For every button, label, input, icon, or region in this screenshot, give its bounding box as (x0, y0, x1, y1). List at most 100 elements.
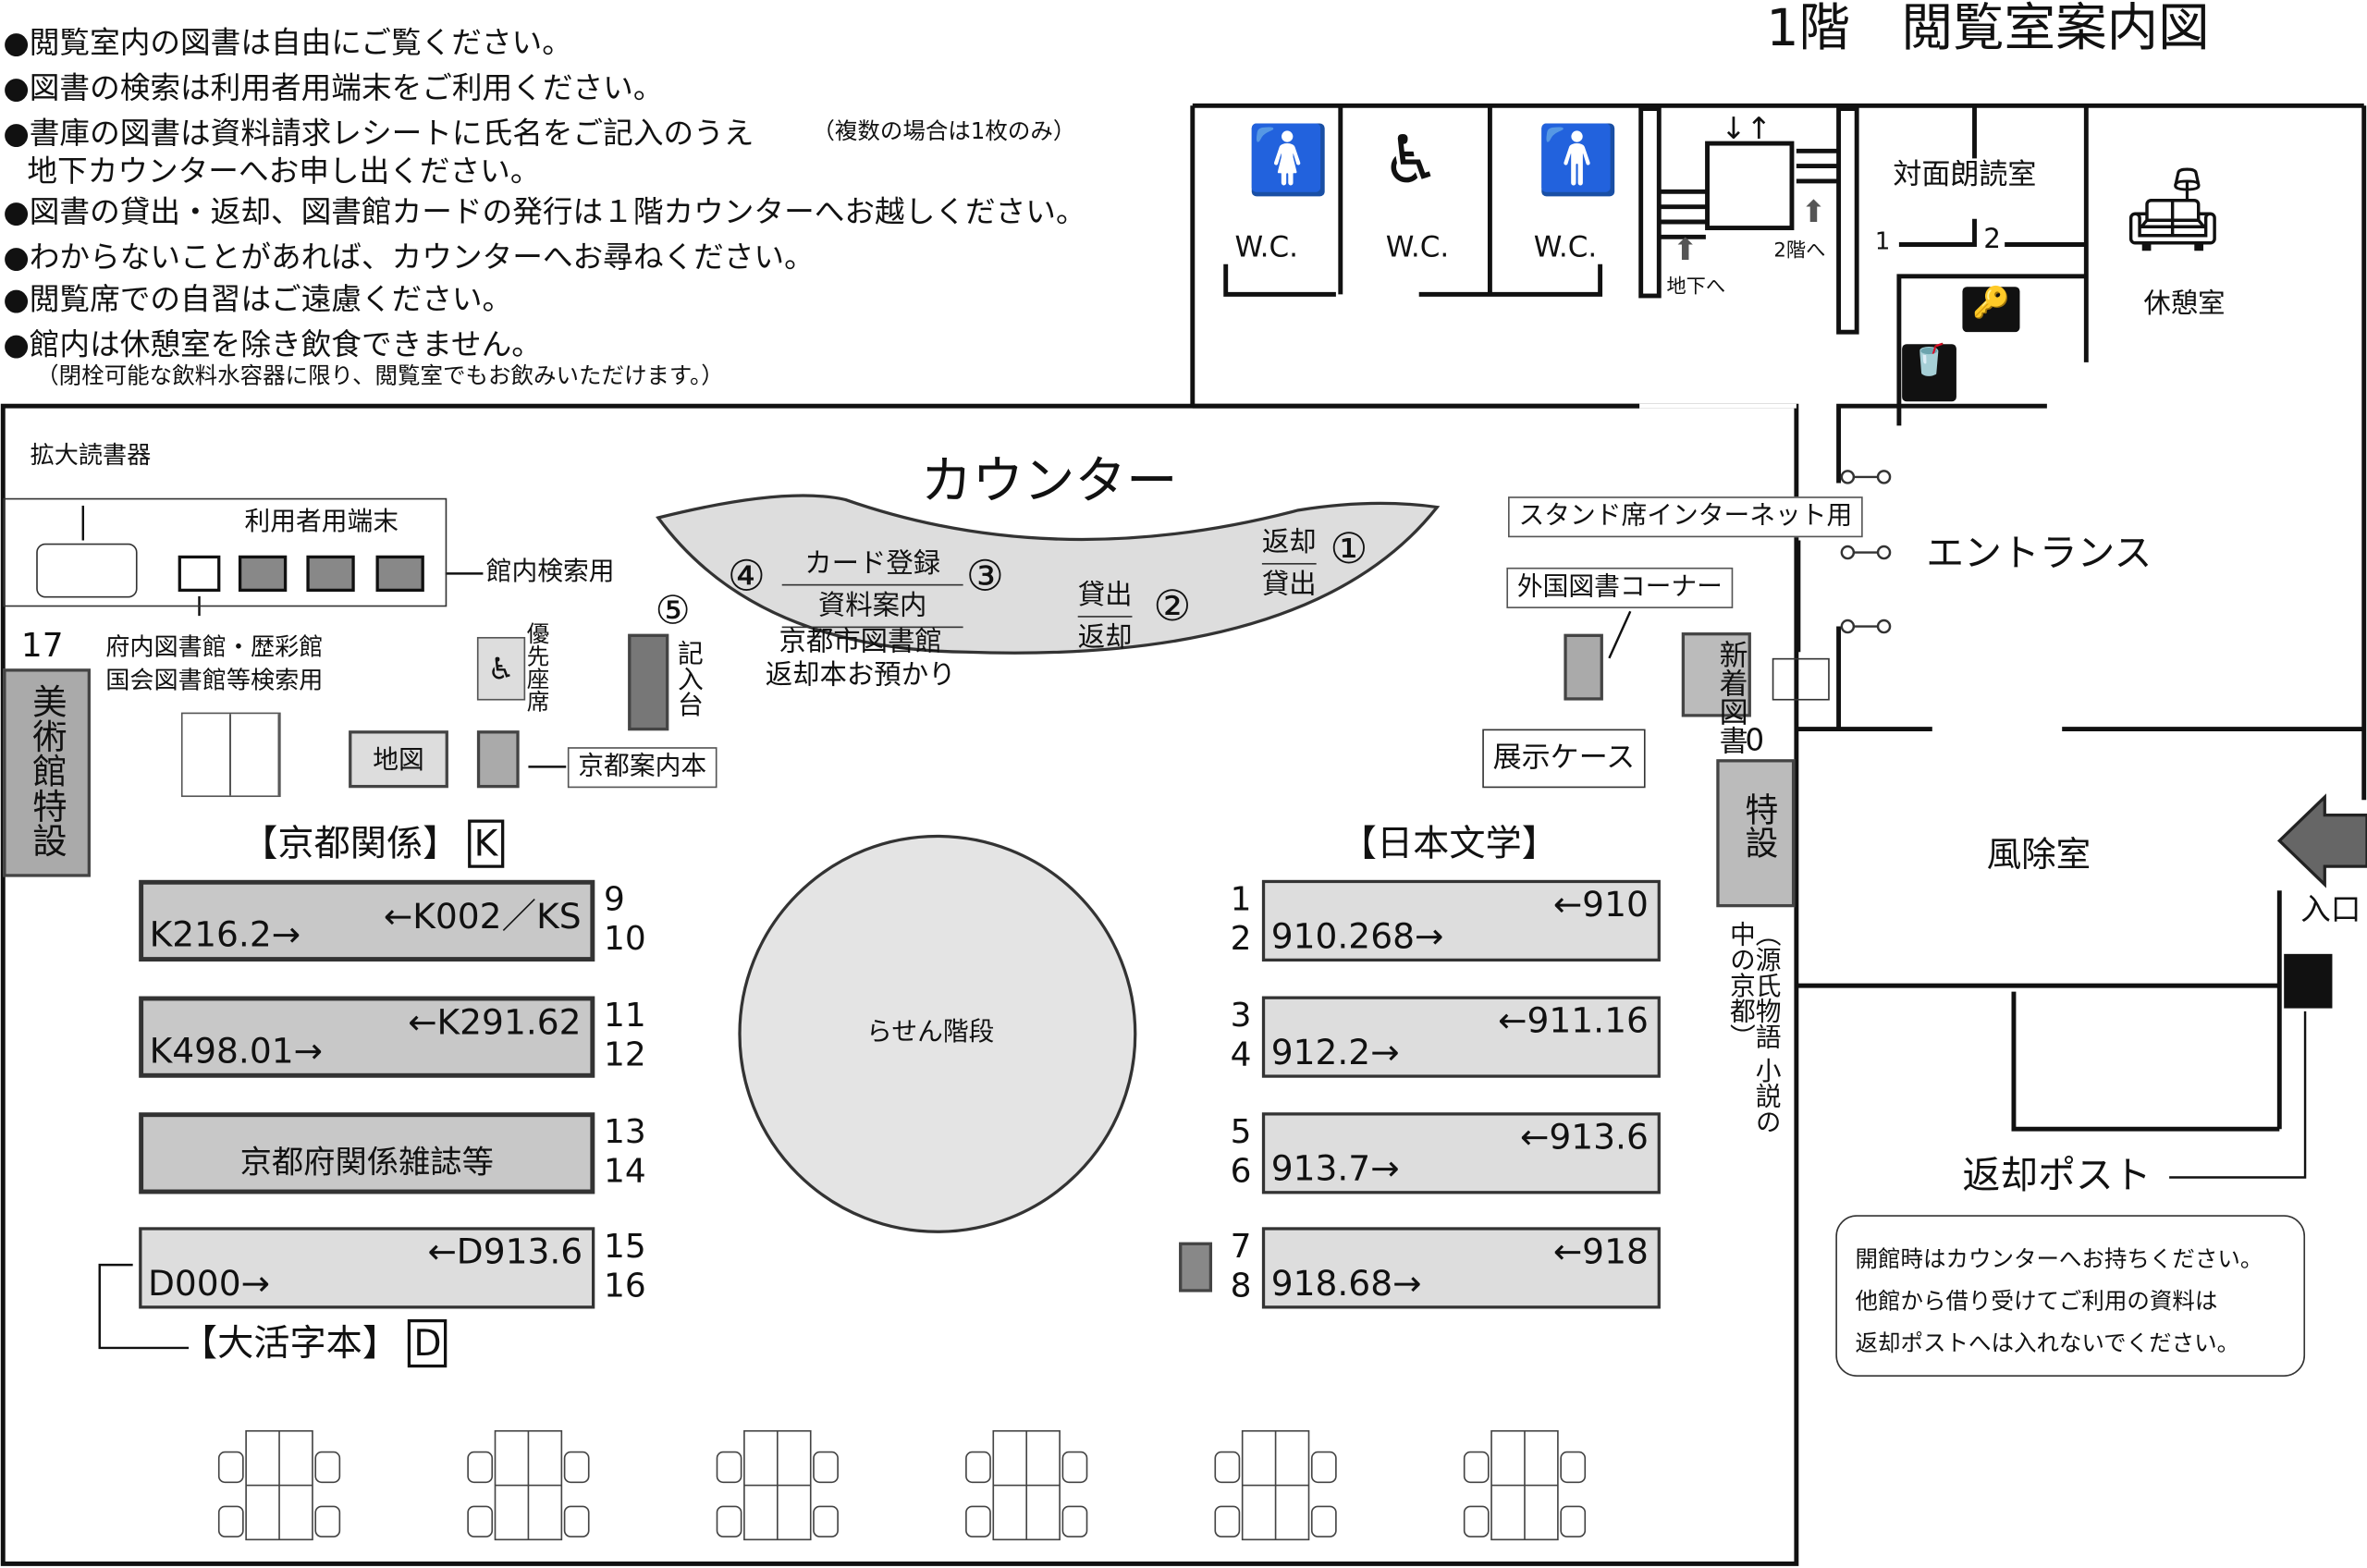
spiral-staircase (738, 834, 1137, 1233)
label: 返却 (1261, 522, 1317, 565)
map-stand: 地図 (349, 730, 448, 789)
door-1: 1 (1874, 226, 1891, 255)
writing-desk (628, 633, 669, 731)
vending-machine-icon: 🥤 (1902, 344, 1956, 402)
label: 【京都関係】 (241, 822, 460, 865)
study-table (965, 1429, 1088, 1541)
special-number: 0 (1745, 721, 1765, 758)
internet-stand[interactable] (1772, 657, 1830, 701)
shelf-number: 15 (604, 1228, 646, 1267)
shelf-range-end: 913.7→ (1270, 1150, 1400, 1190)
terminal[interactable] (238, 555, 288, 592)
notice-line: 開館時はカウンターへお持ちください。 (1855, 1244, 2263, 1273)
study-table (467, 1429, 590, 1541)
study-table (1463, 1429, 1587, 1541)
page-title: 1階 閲覧室案内図 (1766, 0, 2210, 59)
shelf-number: 11 (604, 998, 646, 1035)
counter-window-2: 貸出返却 (1077, 575, 1133, 658)
study-table (217, 1429, 341, 1541)
up-arrow-icon: ⬆ (1800, 192, 1827, 230)
to-2f-label: 2階へ (1773, 239, 1826, 263)
shelf-number: 13 (604, 1113, 646, 1152)
terminal[interactable] (178, 555, 221, 592)
kyoto-city-library: 京都市図書館 (779, 626, 942, 658)
writing-desk-label: 記入台 (671, 640, 703, 717)
entrance-label: 入口 (2300, 890, 2361, 927)
shelf-number: 8 (1230, 1268, 1252, 1306)
wc-female-label: W.C. (1234, 230, 1299, 264)
label: 返却 (1077, 621, 1133, 654)
terminal-area (3, 497, 448, 607)
note-5: ●わからないことがあれば、カウンターへお尋ねください。 (3, 238, 815, 276)
notice-line: 返却ポストへは入れないでください。 (1855, 1329, 2240, 1357)
lounge-icon: 🛋 (2120, 161, 2225, 257)
note-2: ●図書の検索は利用者用端末をご利用ください。 (3, 69, 664, 106)
new-books-shelf: 新着図書 (1681, 632, 1751, 754)
return-post-box (2284, 953, 2333, 1009)
table-group (180, 712, 281, 798)
counter-desk (656, 494, 1441, 655)
shelf-number: 12 (604, 1036, 646, 1075)
note-7-sub: （閉栓可能な飲料水容器に限り、閲覧室でもお飲みいただけます。） (36, 361, 724, 390)
reading-room-label: 対面朗読室 (1893, 158, 2037, 192)
special-shelf: 特設 (1716, 759, 1796, 908)
counter-window-3: カード登録資料案内 (781, 544, 963, 629)
shelf-number: 14 (604, 1153, 646, 1192)
counter-title: カウンター (920, 451, 1178, 512)
to-basement-label: 地下へ (1666, 276, 1726, 300)
shelf-number: 3 (1230, 998, 1252, 1035)
note-4: ●図書の貸出・返却、図書館カードの発行は１階カウンターへお越しください。 (3, 192, 1086, 230)
genji-label: （源氏物語 小説の中の京都） (1723, 920, 1780, 1134)
writing-desk-number: ⑤ (655, 588, 691, 634)
note-3b: 地下カウンターへお申し出ください。 (27, 152, 541, 190)
study-table (716, 1429, 839, 1541)
notice-line: 他館から借り受けてご利用の資料は (1855, 1287, 2218, 1316)
shelf-range-end: 912.2→ (1270, 1034, 1400, 1073)
counter-number-3: ③ (965, 550, 1004, 601)
terminals-label: 利用者用端末 (244, 507, 399, 538)
return-post-label: 返却ポスト (1962, 1153, 2152, 1197)
shelf-number: 7 (1230, 1228, 1252, 1267)
internet-label: スタンド席インターネット用 (1508, 496, 1863, 538)
kyoto-guide-label: 京都案内本 (567, 747, 717, 789)
shelf-range-end: 910.268→ (1270, 917, 1444, 958)
priority-seat-icon: ♿ (476, 636, 526, 701)
male-icon: 🚹 (1537, 122, 1620, 200)
kyoto-guide-shelf (476, 730, 520, 789)
return-post-notice: 開館時はカウンターへお持ちください。 他館から借り受けてご利用の資料は 返却ポス… (1835, 1215, 2306, 1377)
up-arrow-icon: ⬆ (1672, 230, 1699, 267)
shelf-range-end: D000→ (147, 1265, 271, 1305)
door-2: 2 (1983, 223, 2002, 255)
entrance-arrow-icon (2276, 793, 2367, 888)
terminal[interactable] (306, 555, 355, 592)
magnifier-device[interactable] (36, 543, 138, 598)
bookshelf: 京都府関係雑誌等 (139, 1112, 595, 1194)
small-shelf (1179, 1242, 1213, 1292)
shelf-number: 9 (604, 881, 625, 920)
shelf-range-end: K498.01→ (149, 1032, 324, 1072)
terminal[interactable] (375, 555, 424, 592)
priority-seat-label: 優先座席 (523, 621, 551, 713)
label: 貸出 (1261, 569, 1317, 601)
note-7: ●館内は休憩室を除き飲食できません。 (3, 325, 542, 362)
shelf-range-start: ←K291.62 (408, 1003, 582, 1044)
entrance-hall-label: エントランス (1926, 531, 2152, 576)
museum-special-shelf: 美術館特設 (3, 668, 91, 877)
shelf-number: 2 (1230, 920, 1252, 959)
shelf-number: 4 (1230, 1036, 1252, 1075)
shelf-range-start: ←D913.6 (427, 1232, 583, 1273)
staircase-label: らせん階段 (866, 1017, 995, 1048)
prefectural-label: 府内図書館・歴彩館 (105, 632, 324, 662)
note-6: ●閲覧席での自習はご遠慮ください。 (3, 280, 513, 317)
shelf-number: 10 (604, 920, 646, 959)
